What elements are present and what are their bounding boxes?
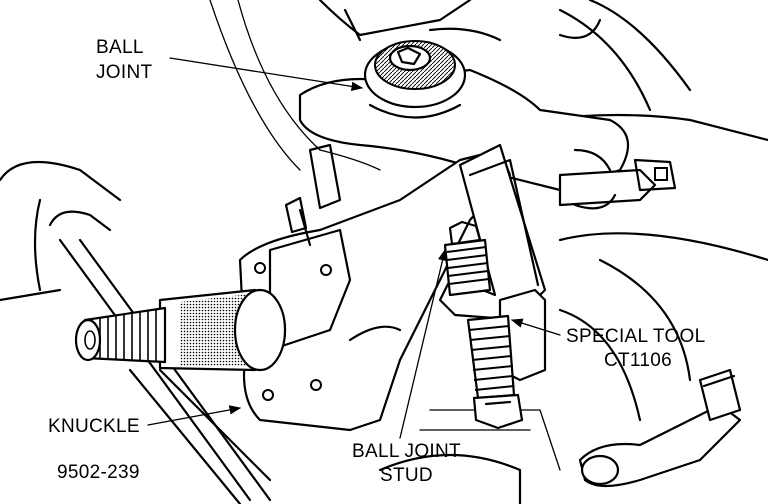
spindle-hub	[74, 288, 287, 372]
label-ball-joint-line1: BALL	[96, 37, 144, 58]
leader-lines	[147, 57, 561, 439]
knuckle-leader	[147, 405, 242, 426]
ball-joint	[363, 40, 467, 119]
forcing-screw	[466, 314, 524, 430]
figure-number: 9502-239	[57, 462, 140, 483]
ball-joint-leader	[169, 57, 364, 91]
label-knuckle: KNUCKLE	[48, 416, 140, 437]
tie-rod-stud	[558, 148, 677, 210]
label-ball-joint-line2: JOINT	[96, 62, 152, 83]
label-ball-joint-stud-line2: STUD	[380, 465, 433, 486]
label-ball-joint-stud-line1: BALL JOINT	[352, 441, 461, 462]
ball-joint-stud-leader	[399, 248, 448, 439]
axle-shaft	[48, 210, 272, 504]
ball-joint-stud	[443, 220, 492, 297]
label-special-tool-line1: SPECIAL TOOL	[566, 326, 705, 347]
lower-arm	[578, 368, 742, 488]
special-tool-leader	[510, 318, 561, 336]
label-special-tool-line2: CT1106	[604, 350, 672, 371]
